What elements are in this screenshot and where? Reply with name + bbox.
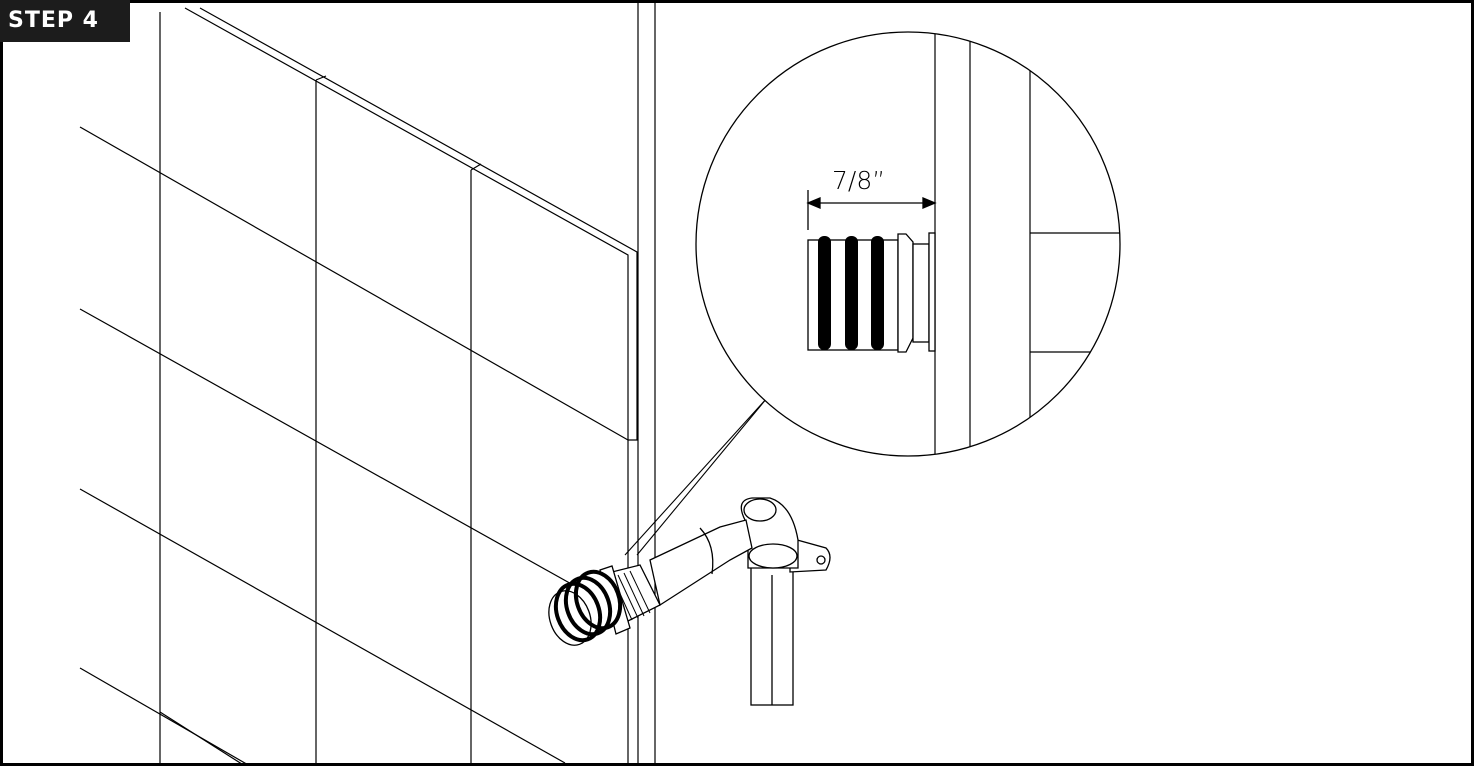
pipe-stubout-assembly bbox=[548, 497, 831, 706]
tile-panel-edge bbox=[184, 7, 638, 766]
zoom-o-rings bbox=[818, 236, 884, 350]
pipe-o-rings bbox=[553, 569, 623, 643]
zoom-detail-circle: 7/8” bbox=[695, 31, 1121, 457]
zoom-leader-lines bbox=[624, 397, 768, 556]
step-badge: STEP 4 bbox=[0, 0, 130, 42]
wall-tile-grid bbox=[79, 12, 629, 766]
dimension-label: 7/8” bbox=[832, 166, 885, 195]
dimension-arrow bbox=[806, 190, 937, 230]
wall-stud bbox=[637, 3, 656, 766]
